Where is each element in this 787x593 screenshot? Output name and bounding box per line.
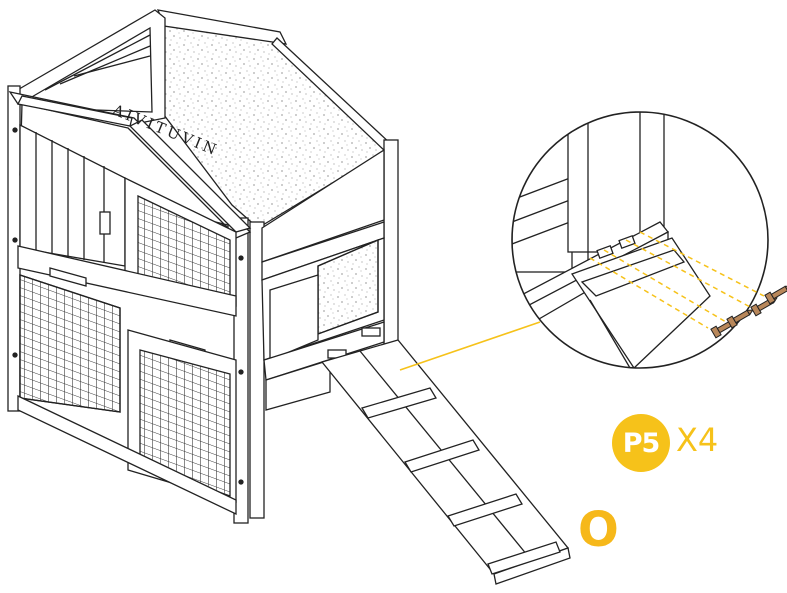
part-id-badge: P5 — [612, 414, 670, 472]
rabbit-hutch-illustration — [7, 9, 399, 524]
step-letter: O — [578, 502, 619, 558]
screw-icon — [710, 285, 787, 339]
part-id-label: P5 — [622, 427, 661, 459]
part-quantity: X4 — [676, 421, 719, 459]
ramp-illustration — [320, 339, 571, 585]
zoom-detail-circle — [511, 111, 769, 369]
callout-leader-line — [399, 321, 541, 371]
